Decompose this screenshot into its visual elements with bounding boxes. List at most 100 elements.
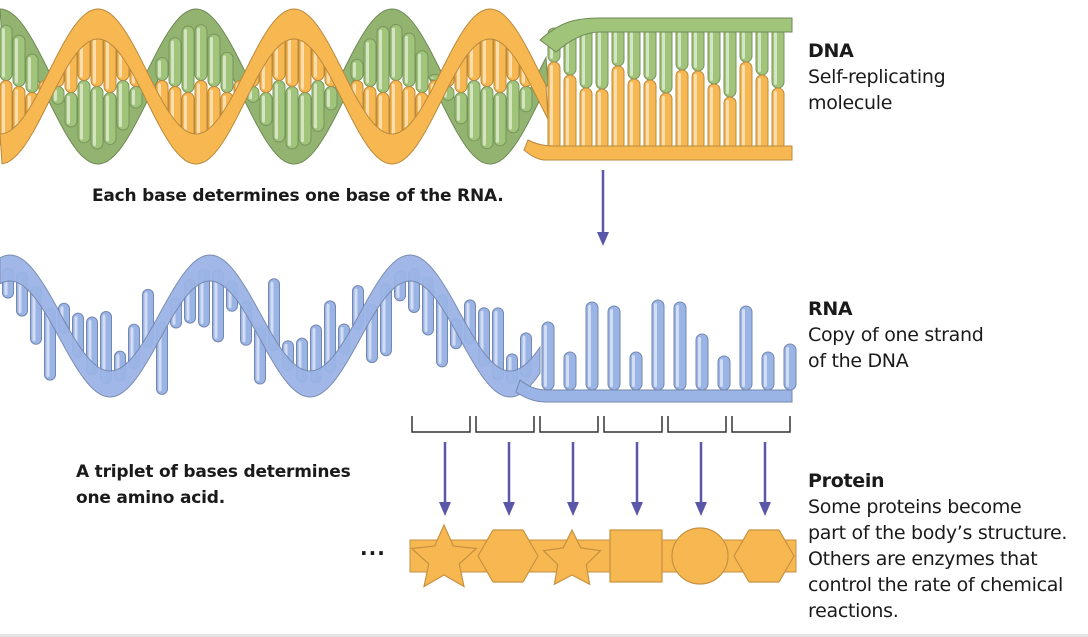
dna-base-orange [611, 65, 625, 151]
dna-base-green-highlight [662, 31, 665, 90]
rna-base [563, 351, 577, 391]
dna-base-green-highlight [275, 83, 278, 139]
dna-base-green-highlight [262, 95, 265, 123]
dna-base-green-highlight [614, 31, 617, 63]
dna-base-green [579, 27, 593, 89]
dna-base-green-highlight [210, 37, 213, 84]
dna-base-green-highlight [392, 27, 395, 78]
dna-base-orange [643, 79, 657, 151]
codon-bracket [411, 416, 471, 433]
dna-base-green [12, 34, 26, 87]
dna-base-orange [547, 61, 561, 151]
amino-acid-hexagon [477, 529, 539, 583]
dna-base-green-highlight [119, 83, 122, 127]
dna-base-orange [579, 87, 593, 151]
arrow-head [597, 232, 609, 246]
dna-base-orange-highlight [694, 74, 697, 147]
dna-base-green [129, 86, 143, 109]
dna-base-green [755, 27, 769, 76]
dna-base-green [103, 92, 117, 145]
dna-base-orange-highlight [726, 100, 729, 147]
dna-base-green-highlight [405, 36, 408, 84]
dna-base-green [659, 27, 673, 94]
arrow-head [631, 502, 643, 516]
dna-base-orange-highlight [566, 78, 569, 147]
dna-base-green [220, 51, 234, 93]
codon-bracket [603, 416, 663, 433]
dna-base-green-highlight [171, 40, 174, 84]
dna-base-green-highlight [509, 83, 512, 130]
dna-base-green [194, 24, 208, 81]
dna-base-green-highlight [710, 31, 713, 81]
dna-base-green [454, 92, 468, 125]
dna-base-green [707, 27, 721, 85]
dna-base-green [771, 27, 785, 89]
dna-base-green [376, 26, 390, 93]
dna-base-green [363, 38, 377, 87]
dna-base-green-highlight [758, 31, 761, 72]
dna-base-green [595, 27, 609, 90]
dna-base-green-highlight [366, 41, 369, 84]
triplet-caption-line: one amino acid. [76, 488, 225, 508]
dna-base-green-highlight [2, 28, 5, 78]
dna-base-orange-highlight [197, 83, 200, 146]
dna-base-green [298, 92, 312, 146]
dna-base-green [259, 92, 273, 126]
dna-base-orange-highlight [742, 65, 745, 147]
dna-base-green-highlight [288, 89, 291, 146]
dna-base-green-highlight [93, 89, 96, 146]
dna-base-green-highlight [774, 31, 777, 85]
dna-base-orange-highlight [710, 87, 713, 147]
rna-base [717, 355, 731, 391]
dna-title: DNA [808, 40, 854, 62]
dna-base-green-highlight [80, 83, 83, 140]
chain-continuation-ellipsis: ... [360, 536, 386, 560]
dna-base-green [181, 25, 195, 94]
dna-base-green-highlight [678, 31, 681, 67]
dna-base-orange-highlight [405, 89, 408, 137]
rna-base [585, 301, 599, 391]
dna-base-green [324, 86, 338, 111]
dna-base-green-highlight [67, 95, 70, 125]
dna-base-green [64, 92, 78, 128]
dna-base-green-highlight [379, 29, 382, 90]
dna-base-orange-highlight [582, 91, 585, 147]
dna-double-helix [0, 8, 793, 165]
dna-base-orange-highlight [550, 65, 553, 147]
protein-label-block: Protein Some proteins become part of the… [808, 468, 1086, 624]
rna-base-highlight [102, 314, 106, 381]
rna-base-highlight [256, 329, 260, 381]
protein-description-line: Some proteins become [808, 496, 1022, 518]
rna-base [783, 343, 797, 391]
dna-base-orange [563, 74, 577, 151]
dna-base-green-highlight [496, 95, 499, 143]
dna-backbone-orange-straight [523, 139, 793, 161]
rna-strand [0, 254, 797, 403]
codon-bracket [731, 416, 791, 433]
dna-base-orange-highlight [630, 82, 633, 147]
rna-base-highlight [242, 304, 246, 343]
arrow-head [695, 502, 707, 516]
dna-base-green-highlight [158, 60, 161, 78]
rna-base-highlight [130, 327, 134, 366]
rna-base-highlight [424, 280, 428, 333]
dna-base-green [493, 92, 507, 147]
dna-base-green-highlight [522, 89, 525, 109]
rna-base-highlight [382, 286, 386, 353]
dna-base-orange-highlight [301, 30, 304, 90]
amino-acid-star [410, 523, 478, 588]
dna-base-green-highlight [314, 83, 317, 129]
dna-base-green-highlight [742, 31, 745, 59]
dna-base-green-highlight [483, 89, 486, 146]
dna-base-orange-highlight [288, 27, 291, 84]
dna-base-green [480, 86, 494, 150]
arrow-head [759, 502, 771, 516]
dna-base-green [350, 58, 364, 81]
rna-base-highlight [270, 281, 274, 348]
rna-base-highlight [544, 325, 547, 387]
triplet-caption-line: A triplet of bases determines [76, 462, 351, 482]
rna-base-highlight [326, 303, 330, 370]
dna-base-green [168, 37, 182, 87]
rna-base-highlight [632, 355, 635, 387]
